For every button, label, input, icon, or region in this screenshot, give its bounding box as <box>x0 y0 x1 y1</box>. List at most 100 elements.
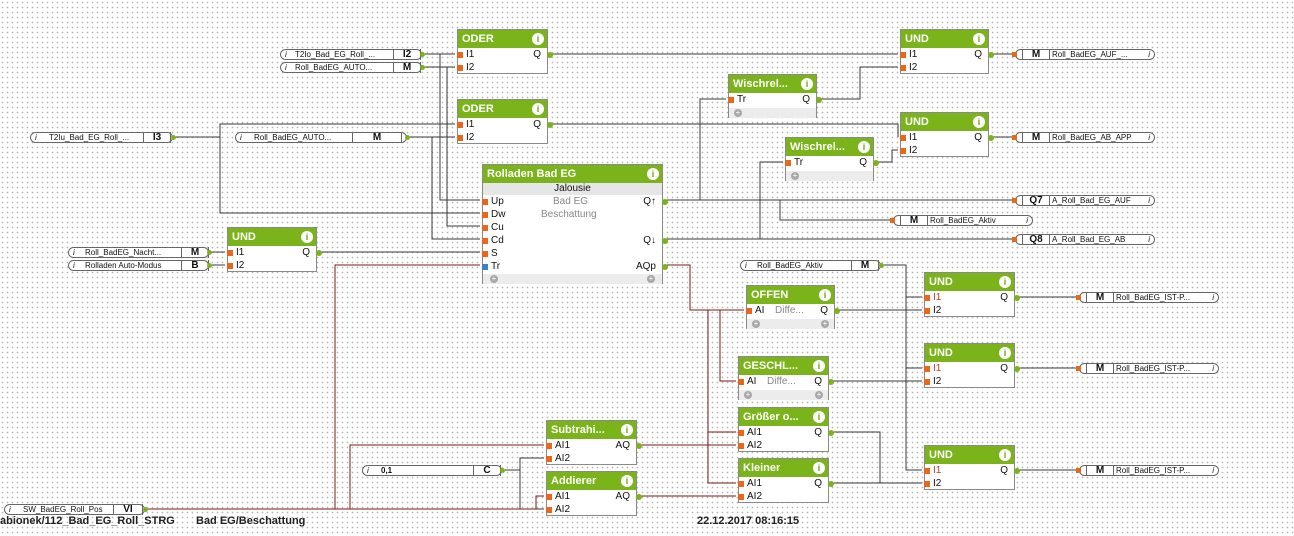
input-pin[interactable] <box>738 379 744 385</box>
output-pin[interactable] <box>207 263 212 268</box>
add-output-icon[interactable]: + <box>821 319 829 328</box>
info-icon[interactable]: i <box>301 231 313 243</box>
output-q8[interactable]: Q8 A_Roll_Bad_EG_AB i <box>1012 234 1155 245</box>
info-icon[interactable]: i <box>813 462 825 474</box>
block-groesser[interactable]: Größer o... i AI1 AI2 Q <box>738 407 834 452</box>
block-wischrelais-2[interactable]: Wischrel... i Tr Q + <box>785 137 879 181</box>
block-und-mid[interactable]: UND i I1 I2 Q <box>900 112 994 157</box>
output-pin[interactable] <box>420 52 425 57</box>
output-pin[interactable] <box>828 430 834 436</box>
info-icon[interactable]: i <box>999 449 1011 461</box>
input-pin[interactable] <box>900 52 906 58</box>
input-pin[interactable] <box>1076 295 1081 300</box>
input-pin[interactable] <box>1076 468 1081 473</box>
output-ab-app[interactable]: M Roll_BadEG_AB_APP i <box>1012 132 1155 143</box>
input-t2iu[interactable]: i T2Iu_Bad_EG_Roll_... I3 <box>30 132 176 143</box>
input-pin[interactable] <box>1012 198 1017 203</box>
input-pin[interactable] <box>457 52 463 58</box>
output-pin[interactable] <box>547 122 553 128</box>
info-icon[interactable]: i <box>813 411 825 423</box>
output-pin[interactable] <box>816 97 822 103</box>
output-pin[interactable] <box>873 160 879 166</box>
info-icon[interactable]: i <box>973 116 985 128</box>
input-pin[interactable] <box>546 456 552 462</box>
output-pin[interactable] <box>1014 295 1020 301</box>
input-pin[interactable] <box>457 135 463 141</box>
input-pin[interactable] <box>900 65 906 71</box>
output-pin[interactable] <box>834 308 840 314</box>
output-q7[interactable]: Q7 A_Roll_Bad_EG_AUF i <box>1012 195 1155 206</box>
add-output-icon[interactable]: + <box>647 274 655 283</box>
output-pin[interactable] <box>662 199 668 205</box>
input-sw-pos[interactable]: i SW_BadEG_Roll_Pos VI <box>4 504 148 515</box>
input-pin[interactable] <box>482 251 488 257</box>
input-pin[interactable] <box>1012 237 1017 242</box>
block-offen[interactable]: OFFEN i AI Diffe... Q + + <box>746 285 840 329</box>
info-icon[interactable]: i <box>532 103 544 115</box>
input-pin[interactable] <box>1076 366 1081 371</box>
input-pin[interactable] <box>924 366 930 372</box>
output-aktiv-m[interactable]: M Roll_BadEG_Aktiv i <box>890 215 1033 226</box>
add-input-icon[interactable]: + <box>744 390 752 399</box>
input-pin[interactable] <box>457 65 463 71</box>
block-wischrelais-1[interactable]: Wischrel... i Tr Q + <box>728 74 822 118</box>
block-geschlossen[interactable]: GESCHL... i AI Diffe... Q + + <box>738 356 834 400</box>
input-automodus[interactable]: i Rolladen Auto-Modus B <box>68 260 212 271</box>
input-pin[interactable] <box>482 264 488 270</box>
output-pin[interactable] <box>636 494 642 500</box>
input-pin[interactable] <box>924 308 930 314</box>
add-output-icon[interactable]: + <box>815 390 823 399</box>
input-pin[interactable] <box>785 160 791 166</box>
input-pin[interactable] <box>738 443 744 449</box>
info-icon[interactable]: i <box>621 475 633 487</box>
block-kleiner[interactable]: Kleiner i AI1 AI2 Q <box>738 458 834 503</box>
input-pin[interactable] <box>482 199 488 205</box>
input-nacht[interactable]: i Roll_BadEG_Nacht... M <box>68 247 212 258</box>
info-icon[interactable]: i <box>999 276 1011 288</box>
output-pin[interactable] <box>988 135 994 141</box>
input-roll-auto-2[interactable]: i Roll_BadEG_AUTO... M <box>235 132 410 143</box>
block-und-right-2[interactable]: UND i I1 I2 Q <box>924 343 1020 388</box>
input-pin[interactable] <box>924 379 930 385</box>
info-icon[interactable]: i <box>858 141 870 153</box>
block-subtrahierer[interactable]: Subtrahi... i AI1 AI2 AQ <box>546 420 642 465</box>
output-pin[interactable] <box>662 238 668 244</box>
input-aktiv[interactable]: i Roll_BadEG_Aktiv M <box>740 260 884 271</box>
info-icon[interactable]: i <box>532 33 544 45</box>
input-pin[interactable] <box>546 494 552 500</box>
block-oder-2[interactable]: ODER i I1 I2 Q <box>457 99 553 144</box>
input-pin[interactable] <box>546 443 552 449</box>
add-input-icon[interactable]: + <box>752 319 760 328</box>
output-pin[interactable] <box>879 263 884 268</box>
block-addierer[interactable]: Addierer i AI1 AI2 AQ <box>546 471 642 516</box>
output-pin[interactable] <box>143 507 148 512</box>
input-pin[interactable] <box>738 430 744 436</box>
block-und-top[interactable]: UND i I1 I2 Q <box>900 29 994 74</box>
info-icon[interactable]: i <box>647 168 659 180</box>
input-pin[interactable] <box>482 225 488 231</box>
info-icon[interactable]: i <box>973 33 985 45</box>
info-icon[interactable]: i <box>819 289 831 301</box>
input-pin[interactable] <box>900 148 906 154</box>
output-pin[interactable] <box>420 65 425 70</box>
output-pin[interactable] <box>316 250 322 256</box>
output-pin[interactable] <box>1014 468 1020 474</box>
block-und-right-3[interactable]: UND i I1 I2 Q <box>924 445 1020 490</box>
output-pin[interactable] <box>405 135 410 140</box>
add-input-icon[interactable]: + <box>734 108 742 117</box>
input-pin[interactable] <box>1012 52 1017 57</box>
input-pin[interactable] <box>728 97 734 103</box>
input-pin[interactable] <box>738 494 744 500</box>
input-const[interactable]: i 0,1 C <box>362 465 505 476</box>
block-oder-1[interactable]: ODER i I1 I2 Q <box>457 29 553 74</box>
input-pin[interactable] <box>482 238 488 244</box>
output-pin[interactable] <box>636 443 642 449</box>
input-pin[interactable] <box>227 250 233 256</box>
info-icon[interactable]: i <box>999 347 1011 359</box>
input-roll-auto-1[interactable]: i Roll_BadEG_AUTO... M <box>280 62 425 73</box>
output-pin[interactable] <box>662 264 668 270</box>
add-input-icon[interactable]: + <box>490 274 498 283</box>
output-pin[interactable] <box>547 52 553 58</box>
input-t2io[interactable]: i T2Io_Bad_EG_Roll_... I2 <box>280 49 425 60</box>
input-pin[interactable] <box>1012 135 1017 140</box>
